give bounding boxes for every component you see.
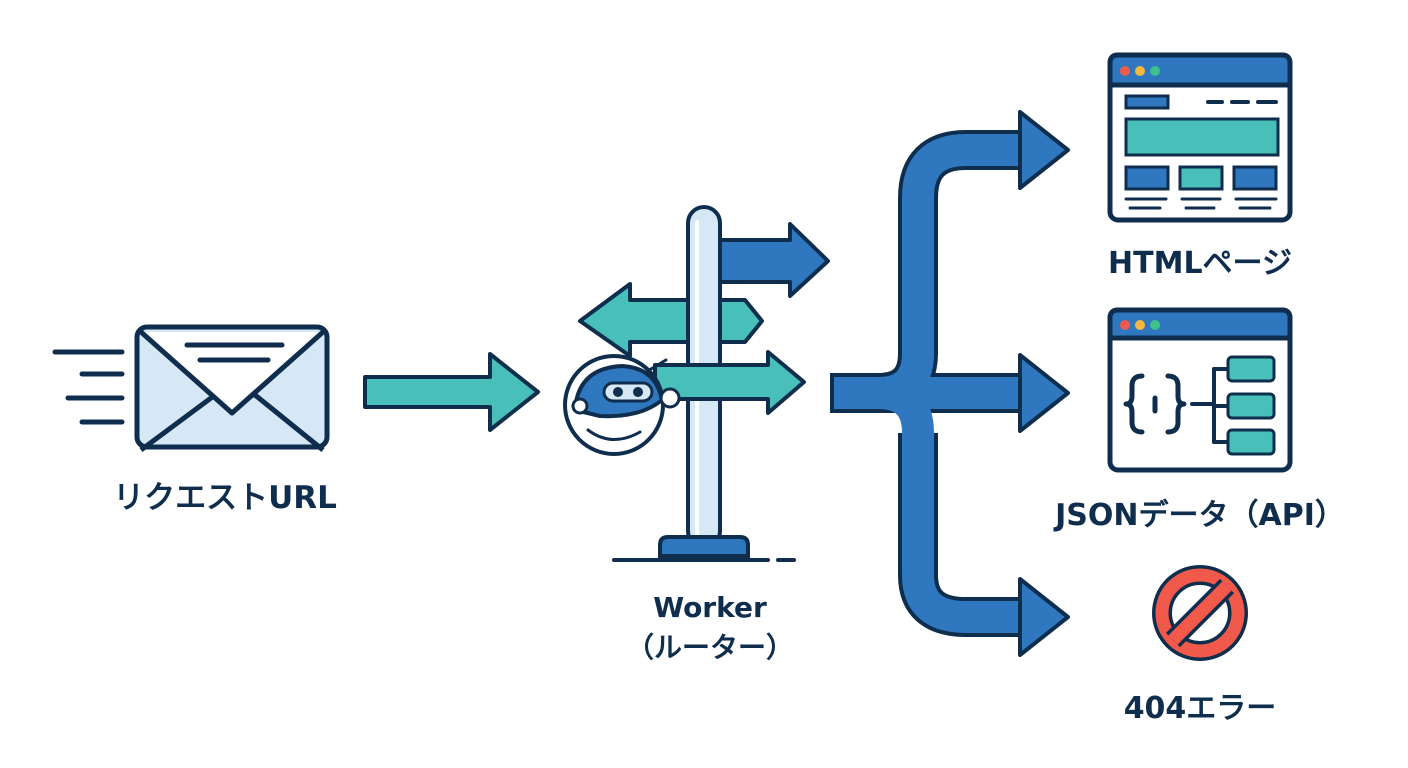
worker-label: Worker （ルーター） [560, 588, 860, 668]
signpost-base [658, 535, 750, 558]
signpost-robot-icon [563, 205, 830, 562]
prohibited-icon [1152, 565, 1248, 661]
json-data-label: JSONデータ（API） [1055, 498, 1345, 533]
json-tree-icon [1107, 307, 1293, 473]
html-page-label: HTMLページ [1108, 246, 1292, 281]
motion-lines [52, 349, 125, 425]
arrowhead-json [1018, 353, 1070, 433]
sign-left [578, 282, 764, 358]
envelope-icon [52, 324, 330, 453]
browser-window-icon [1107, 52, 1293, 223]
arrowhead-html [1018, 110, 1070, 190]
arrowhead-404 [1018, 577, 1070, 657]
worker-label-name: Worker [653, 591, 767, 624]
branch-arrow [830, 110, 1070, 657]
arrow-request-to-worker [363, 352, 540, 432]
curly-braces-glyph [1123, 373, 1187, 435]
request-url-label: リクエストURL [113, 480, 337, 516]
worker-label-role: （ルーター） [625, 631, 794, 664]
robot-icon [563, 354, 681, 456]
error-404-label: 404エラー [1123, 691, 1277, 726]
